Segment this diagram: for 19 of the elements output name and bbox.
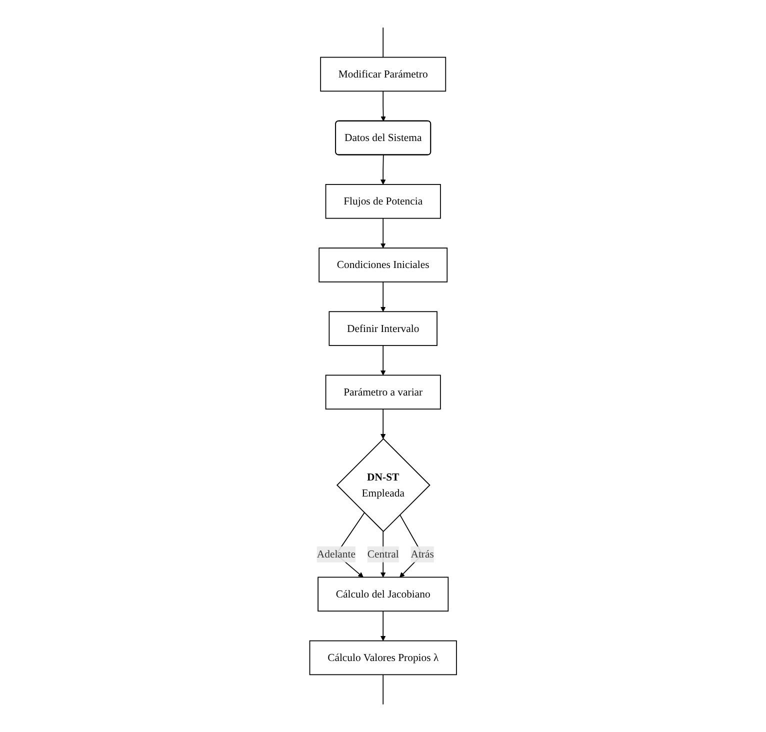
edge-label: Central	[367, 546, 399, 562]
process-box: Modificar Parámetro	[320, 56, 446, 92]
arrow	[380, 154, 386, 185]
process-box: Flujos de Potencia	[325, 184, 441, 219]
arrow	[380, 408, 386, 440]
edge-label: Adelante	[316, 546, 356, 562]
edge-label: Atrás	[410, 546, 434, 562]
process-box: Cálculo del Jacobiano	[318, 576, 448, 612]
arrow	[380, 281, 386, 312]
start-box: Datos del Sistema	[335, 120, 431, 156]
decision-diamond: DN-ST Empleada	[336, 438, 430, 532]
process-box: Parámetro a variar	[325, 374, 441, 410]
arrow	[380, 610, 386, 642]
process-box: Cálculo Valores Propios λ	[309, 640, 457, 676]
arrow	[380, 90, 386, 122]
arrow	[380, 218, 386, 248]
process-box: Condiciones Iniciales	[318, 248, 448, 282]
arrow	[380, 345, 386, 376]
process-box: Definir Intervalo	[328, 311, 438, 346]
